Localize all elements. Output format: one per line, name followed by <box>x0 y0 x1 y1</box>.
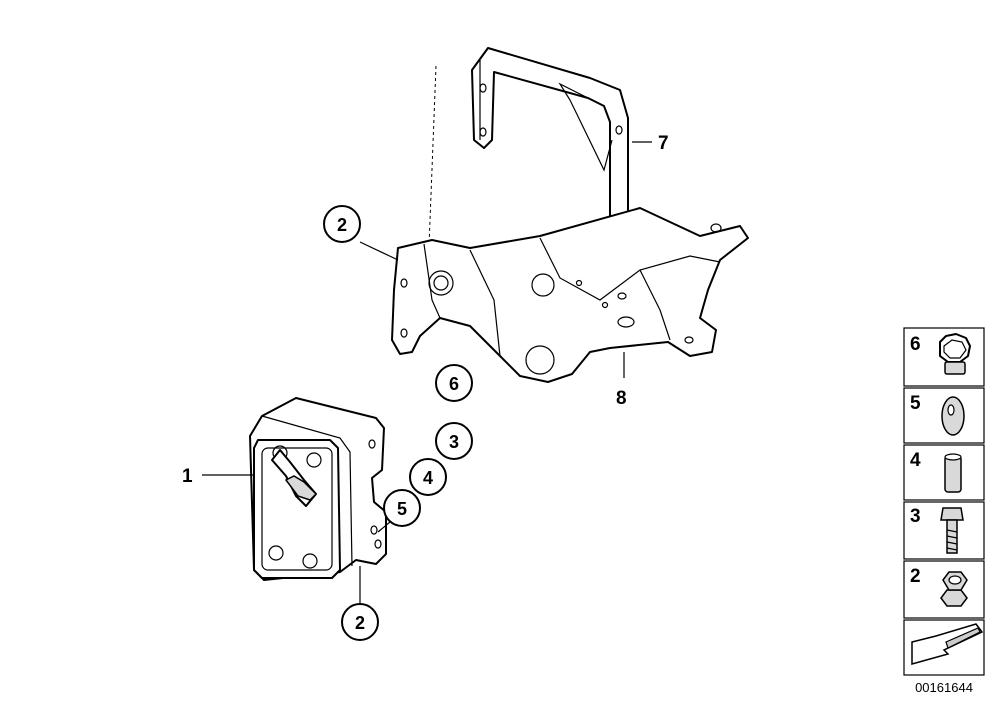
oil-cooler-part-1[interactable] <box>249 397 387 581</box>
circled-callout-3: 3 <box>435 422 473 460</box>
svg-text:2: 2 <box>910 566 921 587</box>
sleeve-icon <box>944 453 962 493</box>
svg-text:2: 2 <box>337 215 347 235</box>
support-bracket-part-7[interactable] <box>471 47 629 243</box>
svg-text:6: 6 <box>910 334 921 355</box>
washer-icon <box>941 396 965 436</box>
circled-callout-2-bottom: 2 <box>341 603 379 641</box>
clip-nut-icon <box>939 333 971 375</box>
legend-footer <box>903 619 985 676</box>
svg-text:4: 4 <box>910 450 921 471</box>
circled-callout-5: 5 <box>383 489 421 527</box>
mounting-bracket-part-8[interactable] <box>391 207 749 383</box>
svg-text:6: 6 <box>449 374 459 394</box>
svg-text:3: 3 <box>910 506 921 527</box>
legend-panel: 6 5 4 3 <box>903 327 985 676</box>
svg-text:2: 2 <box>355 613 365 633</box>
circled-callout-2-top: 2 <box>323 205 361 243</box>
callout-1: 1 <box>182 466 193 487</box>
leader-lines <box>202 141 652 604</box>
legend-item-6[interactable]: 6 <box>903 327 985 387</box>
legend-item-4[interactable]: 4 <box>903 444 985 501</box>
reference-number: 00161644 <box>915 680 973 695</box>
svg-text:4: 4 <box>423 468 433 488</box>
legend-item-3[interactable]: 3 <box>903 501 985 560</box>
pointer-arrow-icon <box>911 623 984 665</box>
callout-7: 7 <box>658 133 669 154</box>
callout-8: 8 <box>616 388 627 409</box>
legend-item-5[interactable]: 5 <box>903 387 985 444</box>
circled-callout-6: 6 <box>435 364 473 402</box>
svg-text:5: 5 <box>397 499 407 519</box>
bolt-icon <box>940 507 964 554</box>
svg-text:3: 3 <box>449 432 459 452</box>
circled-callout-4: 4 <box>409 458 447 496</box>
legend-item-2[interactable]: 2 <box>903 560 985 619</box>
svg-text:5: 5 <box>910 393 921 414</box>
hex-nut-icon <box>940 571 968 607</box>
